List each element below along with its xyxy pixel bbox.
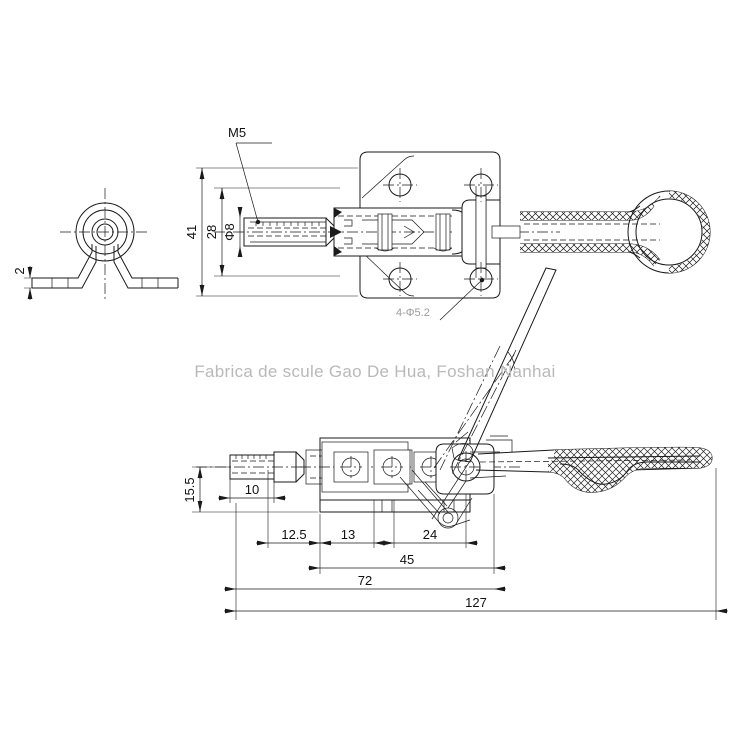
note-label-m5: M5 (228, 125, 246, 140)
note-holes: 4-Φ5.2 (396, 277, 485, 321)
pin-column-2 (433, 213, 453, 252)
dim-label-24: 24 (423, 527, 437, 542)
front-pivot-1 (333, 451, 369, 483)
dimension-2: 2 (12, 266, 44, 300)
dimension-13: 13 (308, 527, 386, 546)
dim-label-45: 45 (400, 552, 414, 567)
dim-label-28: 28 (204, 225, 219, 239)
mounting-hole-bottom-left (383, 262, 417, 296)
dimension-28: 28 (204, 187, 340, 277)
front-latch-hook (451, 431, 474, 462)
front-toggle-link (399, 460, 473, 529)
mounting-hole-top-right (464, 168, 498, 202)
front-view: 15.5 10 12.5 (182, 267, 728, 620)
dimension-72: 72 (224, 503, 506, 600)
mounting-hole-top-left (383, 168, 417, 202)
mounting-hole-bottom-right (464, 262, 498, 296)
dim-label-127: 127 (465, 595, 487, 610)
dim-label-phi8: Φ8 (222, 223, 237, 241)
front-threaded-spindle (196, 451, 310, 483)
dim-label-41: 41 (184, 225, 199, 239)
base-plate-outline (359, 151, 501, 299)
note-m5: M5 (228, 125, 272, 225)
dimension-10: 10 (218, 479, 286, 503)
dim-label-13: 13 (341, 527, 355, 542)
dimension-24: 24 (382, 527, 478, 546)
front-base-plate (319, 437, 471, 513)
dim-label-72: 72 (358, 573, 372, 588)
dimension-chain: 12.5 13 24 (256, 470, 478, 548)
dim-label-10: 10 (245, 482, 259, 497)
dimension-phi8: Φ8 (222, 207, 243, 257)
dim-label-15-5: 15.5 (182, 477, 197, 502)
dim-label-2: 2 (12, 267, 27, 274)
left-end-section-view: 2 (12, 188, 179, 300)
handle-raised-phantom (433, 267, 557, 475)
dim-label-12-5: 12.5 (281, 527, 306, 542)
dimension-15-5: 15.5 (182, 466, 318, 513)
dimension-127: 127 (224, 468, 728, 620)
dimension-41: 41 (184, 167, 358, 297)
handle-ring-inner (635, 198, 703, 266)
pin-column-1 (375, 213, 395, 252)
pivot-knuckle (451, 186, 521, 278)
front-pivot-2 (373, 449, 411, 485)
note-label-holes: 4-Φ5.2 (396, 307, 430, 319)
dimension-45: 45 (308, 494, 506, 574)
front-handle-grip (469, 435, 713, 493)
